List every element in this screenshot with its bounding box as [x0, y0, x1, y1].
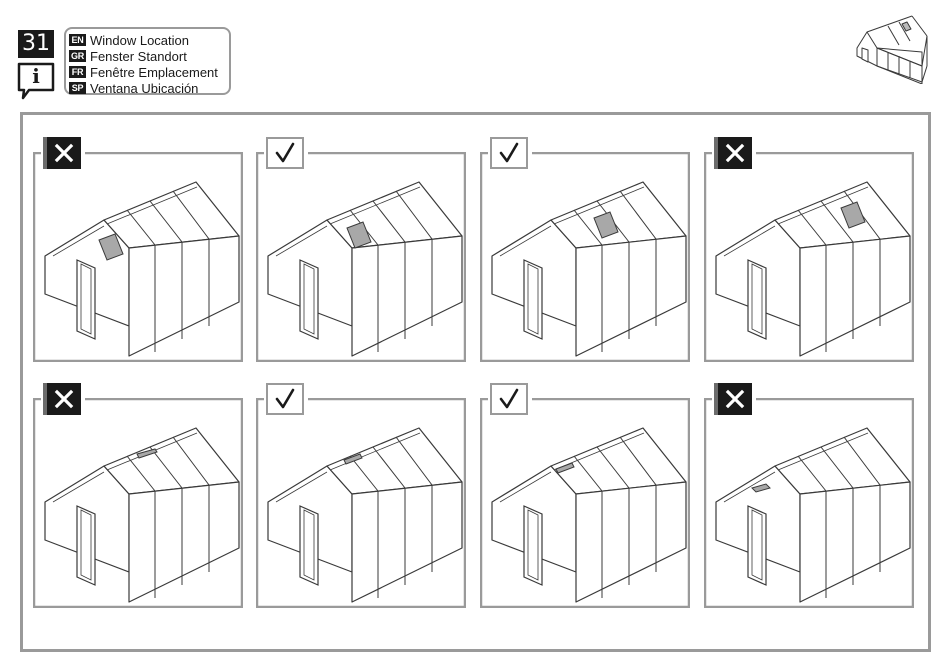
greenhouse-thumbnail-icon [852, 8, 932, 84]
greenhouse-drawing [492, 428, 686, 602]
panel-outline [33, 398, 243, 608]
check-icon [490, 383, 528, 415]
title-legend: EN Window Location GR Fenster Standort F… [64, 27, 231, 95]
option-panel [256, 152, 466, 362]
option-panel [33, 152, 243, 362]
check-icon [266, 137, 304, 169]
lang-title: Window Location [90, 33, 189, 48]
info-speech-icon: i [17, 62, 57, 100]
option-panel [704, 398, 914, 608]
option-panel [256, 398, 466, 608]
step-number-badge: 31 [18, 30, 54, 58]
greenhouse-drawing [45, 428, 239, 602]
greenhouse-drawing [492, 182, 686, 356]
panel-outline [480, 152, 690, 362]
lang-title: Fenêtre Emplacement [90, 65, 218, 80]
panel-outline [704, 398, 914, 608]
lang-code: GR [69, 50, 86, 62]
lang-code: FR [69, 66, 86, 78]
greenhouse-drawing [716, 428, 910, 602]
panel-outline [256, 398, 466, 608]
cross-icon [43, 137, 81, 169]
lang-row-sp: SP Ventana Ubicación [69, 80, 229, 96]
option-panel [480, 152, 690, 362]
cross-icon [714, 137, 752, 169]
check-icon [490, 137, 528, 169]
lang-row-gr: GR Fenster Standort [69, 48, 229, 64]
lang-title: Ventana Ubicación [90, 81, 198, 96]
lang-code: SP [69, 82, 86, 94]
panel-outline [480, 398, 690, 608]
panel-outline [256, 152, 466, 362]
greenhouse-drawing [45, 182, 239, 356]
check-icon [266, 383, 304, 415]
lang-row-fr: FR Fenêtre Emplacement [69, 64, 229, 80]
lang-code: EN [69, 34, 86, 46]
option-panel [704, 152, 914, 362]
panel-outline [704, 152, 914, 362]
panel-outline [33, 152, 243, 362]
option-panel [480, 398, 690, 608]
cross-icon [43, 383, 81, 415]
greenhouse-drawing [716, 182, 910, 356]
lang-title: Fenster Standort [90, 49, 187, 64]
option-panel [33, 398, 243, 608]
lang-row-en: EN Window Location [69, 32, 229, 48]
greenhouse-drawing [268, 182, 462, 356]
cross-icon [714, 383, 752, 415]
greenhouse-drawing [268, 428, 462, 602]
